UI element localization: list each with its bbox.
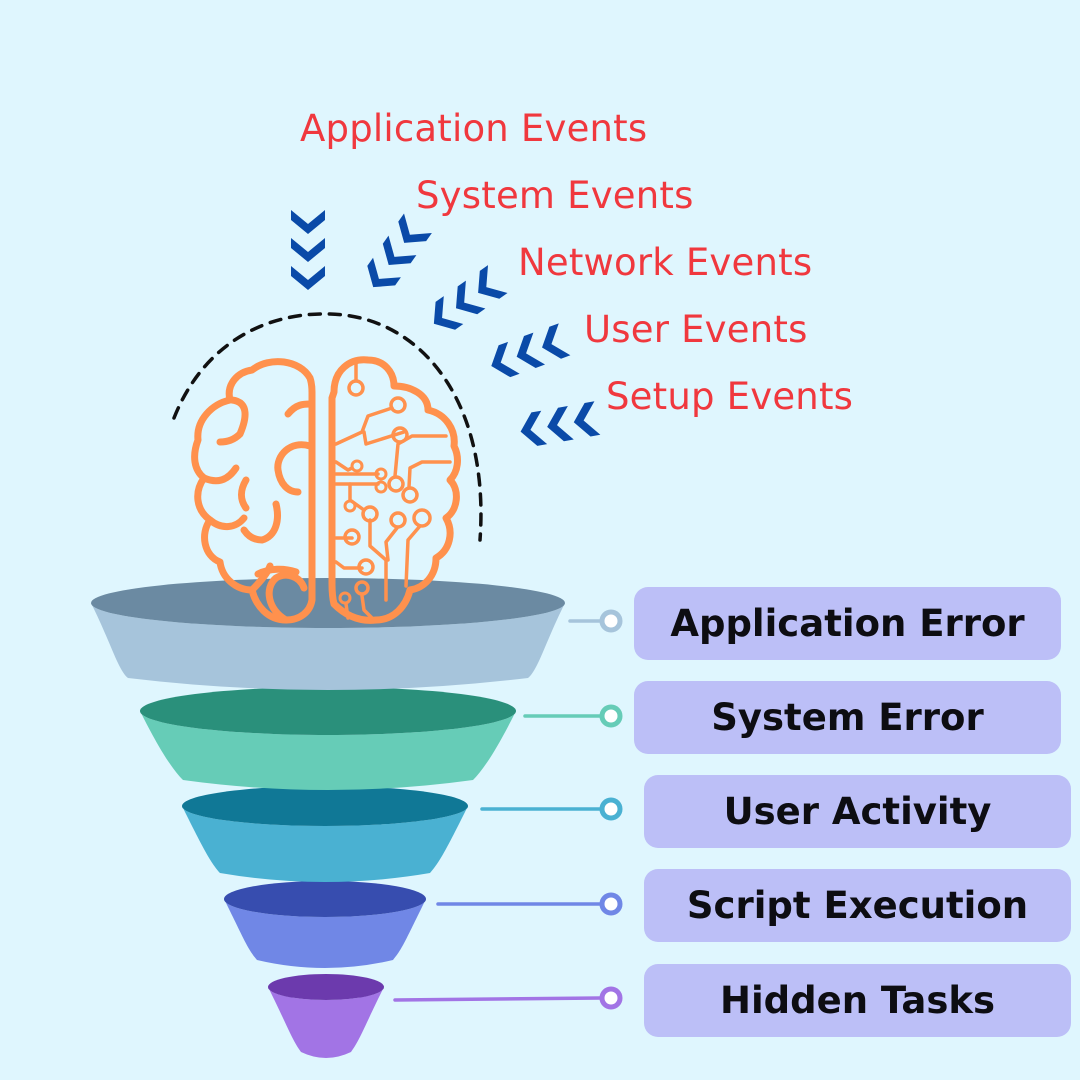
event-label-user: User Events [584, 308, 808, 351]
chevron-down-icon [536, 323, 571, 364]
event-label-setup: Setup Events [606, 375, 854, 418]
chevron-down-icon [570, 401, 601, 439]
funnel-layer-top [182, 786, 468, 826]
funnel-layer-4 [224, 881, 426, 968]
event-label-application: Application Events [300, 107, 648, 150]
stage-label-script-execution: Script Execution [644, 869, 1071, 942]
funnel-layer-body [224, 899, 426, 968]
connector-5 [393, 986, 623, 1010]
chevron-down-icon [468, 265, 508, 307]
chevron-down-icon [390, 213, 432, 253]
chevron-down-icon [291, 210, 325, 234]
connector-node-icon [599, 609, 623, 633]
connector-node-icon [599, 986, 623, 1010]
connector-node-icon [599, 704, 623, 728]
chevron-down-icon [517, 410, 548, 449]
connector-3 [480, 797, 623, 821]
funnel [91, 578, 565, 1058]
funnel-layer-top [268, 974, 384, 1000]
chevron-down-icon [544, 406, 574, 444]
funnel-layer-top [140, 687, 516, 735]
event-label-system: System Events [416, 174, 694, 217]
funnel-layer-body [91, 603, 565, 690]
funnel-layer-3 [182, 786, 468, 882]
connector-4 [436, 892, 623, 916]
event-label-network: Network Events [518, 241, 813, 284]
arrow-group-system [359, 213, 432, 297]
chevron-down-icon [291, 238, 325, 262]
funnel-layer-top [91, 578, 565, 628]
stage-label-application-error: Application Error [634, 587, 1061, 660]
arrow-group-user [485, 323, 571, 382]
connector-2 [523, 704, 623, 728]
funnel-layer-2 [140, 687, 516, 790]
funnel-layer-5 [268, 974, 384, 1058]
funnel-layer-body [268, 987, 384, 1058]
brain-circuit-icon [191, 356, 461, 624]
chevron-down-icon [485, 341, 520, 382]
funnel-layer-body [182, 806, 468, 882]
connector-line [393, 996, 603, 1002]
dashed-arc [172, 312, 483, 542]
chevron-down-icon [291, 266, 325, 290]
stage-label-user-activity: User Activity [644, 775, 1071, 848]
arrow-group-network [424, 265, 508, 338]
connectors [393, 609, 623, 1010]
stage-label-hidden-tasks: Hidden Tasks [644, 964, 1071, 1037]
arrow-group-application [291, 210, 325, 290]
connector-node-icon [599, 797, 623, 821]
funnel-layer-1 [91, 578, 565, 690]
chevron-down-icon [510, 332, 546, 373]
funnel-layer-body [140, 711, 516, 790]
funnel-layer-top [224, 881, 426, 917]
arrow-group-setup [517, 401, 601, 449]
connector-node-icon [599, 892, 623, 916]
connector-1 [568, 609, 623, 633]
stage-label-system-error: System Error [634, 681, 1061, 754]
